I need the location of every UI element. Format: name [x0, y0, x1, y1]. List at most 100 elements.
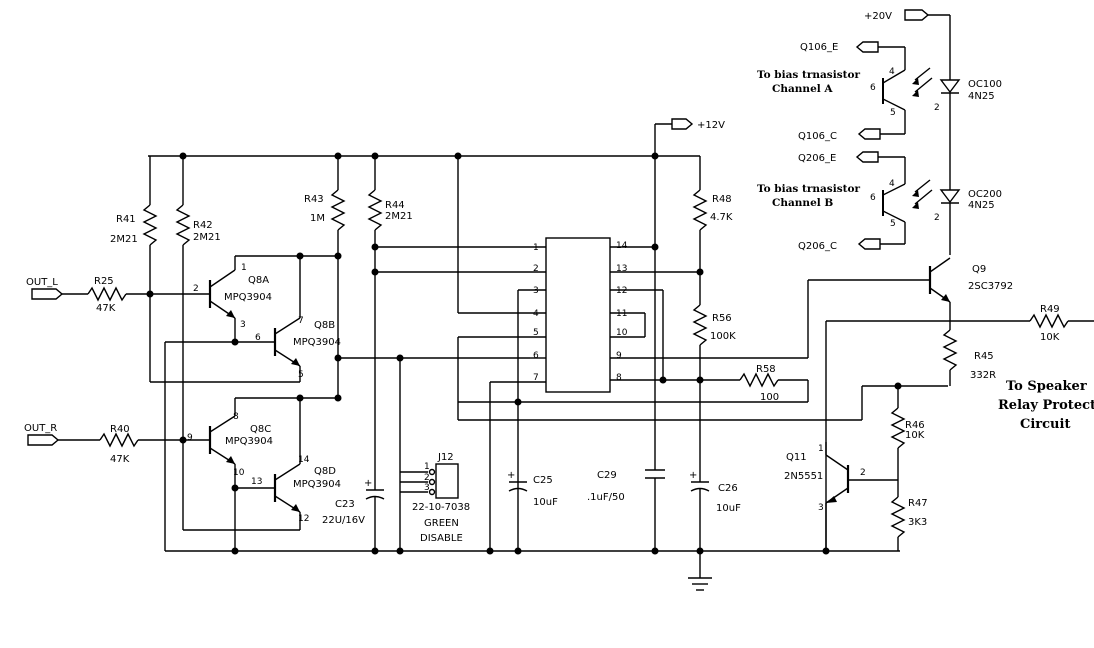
r47-val: 3K3	[908, 517, 927, 528]
transistor-q8a: 1 2 3 Q8A MPQ3904	[193, 255, 338, 342]
ic-pin12: 12	[616, 286, 627, 296]
r58-ref: R58	[756, 364, 776, 375]
r42-ref: R42	[193, 220, 213, 231]
j12-pin2: 2	[424, 473, 430, 483]
r43-val: 1M	[310, 213, 325, 224]
c25-plus: +	[507, 470, 515, 481]
capacitor-c25: + C25 10uF	[507, 470, 558, 508]
transistor-q9: Q9 2SC3792	[928, 257, 1013, 330]
q11-pin3: 3	[818, 503, 824, 513]
oc200-pin6: 6	[870, 193, 876, 203]
ic-pin4: 4	[533, 309, 539, 319]
c25-ref: C25	[533, 475, 553, 486]
r45-val: 332R	[970, 370, 996, 381]
r49-ref: R49	[1040, 304, 1060, 315]
q8a-pin2: 2	[193, 284, 199, 294]
r48-ref: R48	[712, 194, 732, 205]
c26-ref: C26	[718, 483, 738, 494]
q8b-pin7: 7	[298, 316, 304, 326]
q8b-ref: Q8B	[314, 320, 335, 331]
speaker-note-3: Circuit	[1020, 417, 1070, 432]
r40-val: 47K	[110, 454, 130, 465]
ic-pin1: 1	[533, 243, 539, 253]
q11-ref: Q11	[786, 452, 807, 463]
r46-val: 10K	[905, 430, 925, 441]
q8d-pin12: 12	[298, 514, 309, 524]
q8d-pin14: 14	[298, 455, 310, 465]
r41-ref: R41	[116, 214, 136, 225]
resistor-r41: R41 2M21	[110, 156, 158, 382]
junction-dots	[146, 152, 902, 555]
r25-val: 47K	[96, 303, 116, 314]
q8a-pin1: 1	[241, 263, 247, 273]
out-l-label: OUT_L	[26, 277, 58, 288]
q8b-part: MPQ3904	[293, 337, 341, 348]
q8a-ref: Q8A	[248, 275, 269, 286]
ic-pin13: 13	[616, 264, 627, 274]
resistor-r58: R58 100	[458, 364, 809, 403]
r48-val: 4.7K	[710, 212, 733, 223]
q8a-part: MPQ3904	[224, 292, 272, 303]
bias-a-note-1: To bias trnasistor	[757, 69, 860, 81]
q8c-pin9: 9	[187, 433, 193, 443]
q8a-pin3: 3	[240, 320, 246, 330]
r46-ref: R46	[905, 420, 925, 431]
r56-ref: R56	[712, 313, 732, 324]
v20-label: +20V	[864, 11, 892, 22]
j12-ref: J12	[437, 452, 454, 463]
resistor-r42: R42 2M21	[175, 156, 300, 531]
q8d-pin13: 13	[251, 477, 262, 487]
j12-part: 22-10-7038	[412, 502, 470, 513]
q11-pin2: 2	[860, 468, 866, 478]
bias-b-note-2: Channel B	[772, 197, 833, 209]
j12-label2: DISABLE	[420, 533, 463, 544]
ic-pin3: 3	[533, 286, 539, 296]
out-r-port: OUT_R R40 47K	[24, 423, 210, 465]
v12-port: +12V	[654, 118, 725, 156]
j12-label1: GREEN	[424, 518, 459, 529]
v20-port: +20V	[864, 9, 951, 75]
ic-pin2: 2	[533, 264, 539, 274]
r56-val: 100K	[710, 331, 736, 342]
ic-pin7: 7	[533, 373, 539, 383]
r40-ref: R40	[110, 424, 130, 435]
resistor-r43: R43 1M	[304, 156, 346, 398]
ic-pin14: 14	[616, 241, 628, 251]
ic-14pin: 1 2 3 4 5 6 7 14 13 12 11 10 9 8	[375, 156, 948, 551]
oc100-pin4: 4	[889, 67, 895, 77]
r45-ref: R45	[974, 351, 994, 362]
transistor-q11: 1 2 3 Q11 2N5551	[784, 442, 898, 551]
c29-val: .1uF/50	[587, 492, 625, 503]
speaker-relay-note: To Speaker Relay Protect Circuit	[998, 379, 1094, 432]
c23-plus: +	[364, 478, 372, 489]
q8c-ref: Q8C	[250, 424, 271, 435]
r47-ref: R47	[908, 498, 928, 509]
connector-j12: 1 2 3 J12 22-10-7038 GREEN DISABLE	[399, 358, 470, 551]
ic-pin11: 11	[616, 309, 627, 319]
r44-ref: R44	[385, 200, 405, 211]
j12-pin1: 1	[424, 462, 430, 472]
q8b-pin6: 6	[255, 333, 261, 343]
q8d-part: MPQ3904	[293, 479, 341, 490]
q206c-label: Q206_C	[798, 241, 837, 252]
oc100-pin5: 5	[890, 108, 896, 118]
q106c-label: Q106_C	[798, 131, 837, 142]
out-l-port: OUT_L R25 47K	[26, 276, 210, 314]
oc100-ref: OC100	[968, 79, 1002, 90]
transistor-q8d: 13 14 12 Q8D MPQ3904	[235, 398, 341, 530]
r49-val: 10K	[1040, 332, 1060, 343]
q8d-ref: Q8D	[314, 466, 336, 477]
resistor-r48: R48 4.7K	[692, 156, 733, 305]
oc200-part: 4N25	[968, 200, 995, 211]
ic-pin10: 10	[616, 328, 628, 338]
q8c-pin10: 10	[233, 468, 245, 478]
oc100-part: 4N25	[968, 91, 995, 102]
r42-val: 2M21	[193, 232, 221, 243]
resistor-r44: R44 2M21	[367, 156, 413, 490]
out-r-label: OUT_R	[24, 423, 57, 434]
oc100-pin2: 2	[934, 103, 940, 113]
transistor-q8b: 6 7 5 Q8B MPQ3904	[150, 256, 341, 551]
q11-part: 2N5551	[784, 471, 823, 482]
q206e-label: Q206_E	[798, 153, 836, 164]
